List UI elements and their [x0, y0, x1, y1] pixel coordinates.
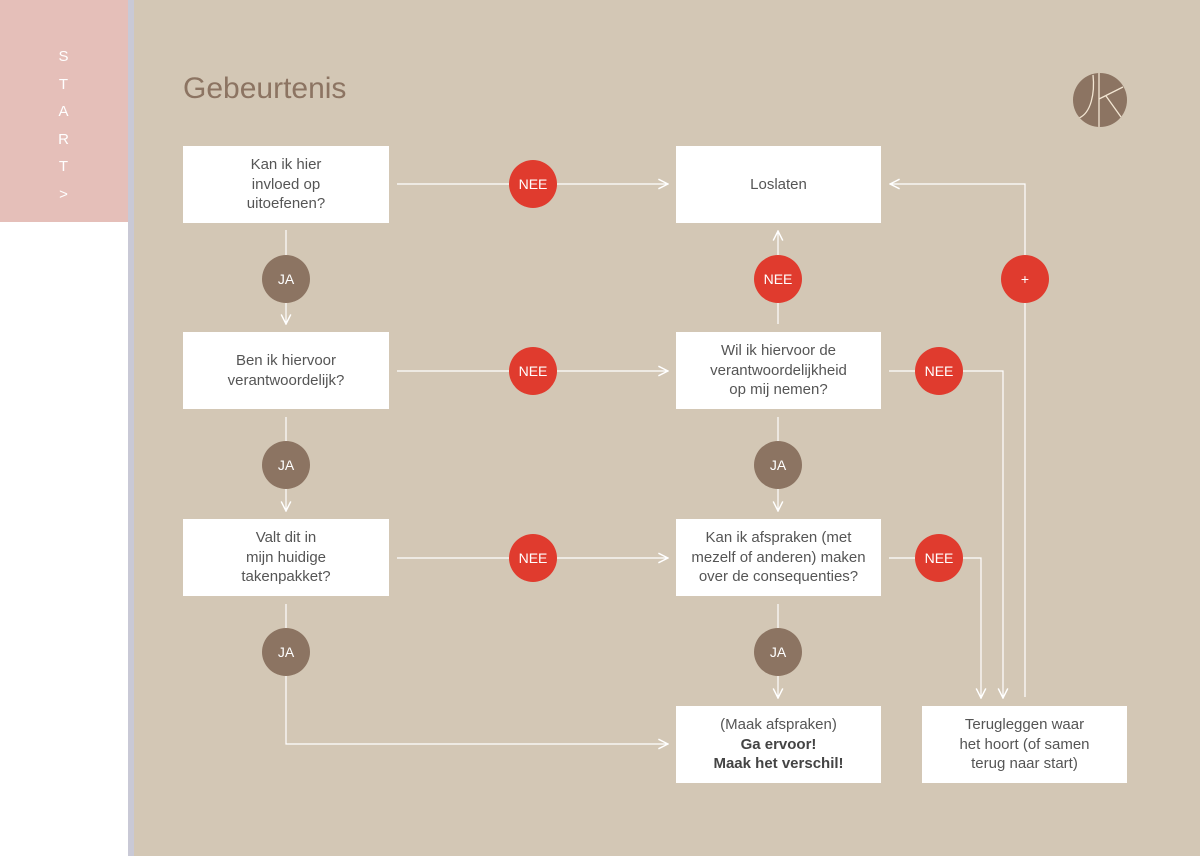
page-title: Gebeurtenis: [183, 72, 347, 105]
box-loslaten: Loslaten: [676, 146, 881, 223]
start-letter: S: [58, 48, 70, 65]
nee-badge: NEE: [509, 347, 557, 395]
box-result: (Maak afspraken)Ga ervoor!Maak het versc…: [676, 706, 881, 783]
ja-badge: JA: [754, 628, 802, 676]
ja-badge: JA: [754, 441, 802, 489]
start-letter: T: [58, 76, 70, 93]
scrollbar[interactable]: [128, 0, 134, 856]
ja-badge: JA: [262, 255, 310, 303]
nee-badge: NEE: [915, 347, 963, 395]
connector: [890, 184, 1026, 697]
logo-mark: [1078, 73, 1124, 127]
logo: [1073, 73, 1127, 127]
plus-badge: +: [1001, 255, 1049, 303]
start-letter: T: [58, 158, 70, 175]
nee-badge: NEE: [754, 255, 802, 303]
connector: [285, 604, 668, 744]
nee-badge: NEE: [509, 534, 557, 582]
ja-badge: JA: [262, 628, 310, 676]
start-letter: R: [58, 131, 70, 148]
ja-badge: JA: [262, 441, 310, 489]
start-button[interactable]: S T A R T >: [0, 0, 128, 222]
start-letter: A: [58, 103, 70, 120]
nee-badge: NEE: [915, 534, 963, 582]
nee-badge: NEE: [509, 160, 557, 208]
start-arrow: >: [59, 186, 69, 203]
